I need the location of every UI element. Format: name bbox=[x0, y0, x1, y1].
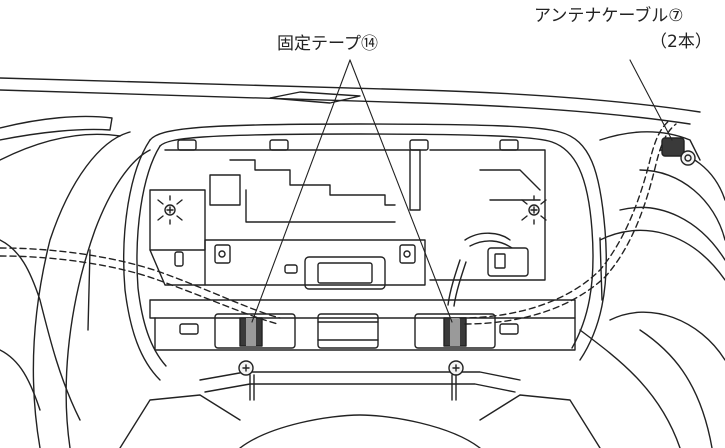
left-side-trim bbox=[0, 131, 151, 448]
antenna-cable-route bbox=[0, 119, 677, 325]
wire-harness bbox=[447, 232, 529, 307]
antenna-cable-count-label: （2本） bbox=[650, 32, 712, 52]
mounting-brackets bbox=[149, 139, 546, 290]
upper-dash-trim bbox=[0, 77, 701, 141]
phillips-screw-icon bbox=[157, 195, 183, 225]
fixing-tape-left bbox=[239, 317, 263, 347]
bottom-bezel bbox=[119, 360, 601, 448]
leader-lines bbox=[251, 59, 673, 323]
mounting-bolt-icon bbox=[661, 137, 696, 166]
phillips-screw-icon bbox=[521, 195, 547, 225]
fixing-tape-label: 固定テープ⑭ bbox=[277, 34, 378, 54]
stereo-cavity-frame bbox=[123, 123, 607, 381]
lower-frame bbox=[149, 299, 576, 351]
fixing-tape-right bbox=[443, 317, 467, 347]
antenna-cable-label: アンテナケーブル⑦ bbox=[534, 6, 684, 26]
